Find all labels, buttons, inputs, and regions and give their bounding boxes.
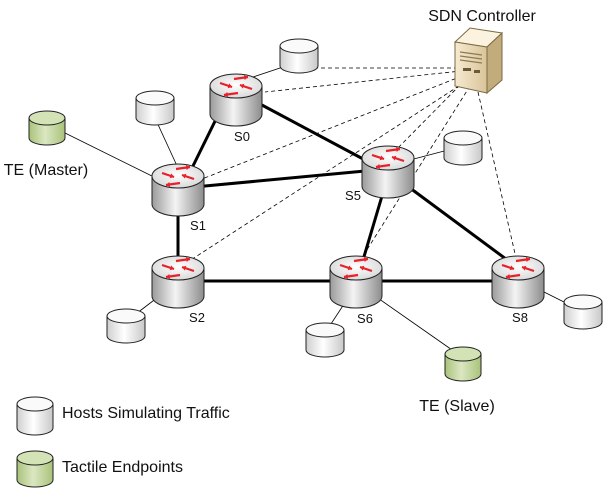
link-s5-s8 [408, 186, 512, 264]
link-host-s5 [409, 149, 449, 161]
host-icon [135, 90, 175, 126]
host-icon [305, 322, 345, 358]
tactile-endpoint-icon [28, 110, 66, 146]
control-link-s8 [477, 91, 517, 259]
legend [16, 396, 54, 488]
legend-tactile-icon [16, 450, 54, 488]
switch-label-s8: S8 [512, 310, 528, 325]
link-s5-s6 [361, 194, 384, 262]
host-icon [443, 130, 483, 166]
controller-label: SDN Controller [428, 8, 536, 25]
control-link-s0 [264, 69, 471, 93]
server-icon [453, 27, 504, 95]
physical-links [176, 102, 512, 283]
host-icon [279, 38, 319, 74]
switch-label-s2: S2 [189, 310, 205, 325]
endpoint-label-master: TE (Master) [4, 162, 88, 179]
endpoint-label-slave: TE (Slave) [419, 398, 495, 415]
tactile-endpoint-icon [444, 346, 482, 382]
link-master-s1 [62, 131, 161, 181]
router-icon [209, 73, 263, 127]
router-icon [329, 255, 383, 309]
link-s6-slave [374, 295, 456, 353]
link-s0-s5 [258, 102, 367, 162]
switch-label-s0: S0 [234, 129, 250, 144]
control-link-s1 [196, 75, 463, 182]
switch-label-s6: S6 [357, 311, 373, 326]
host-icon [106, 308, 146, 344]
router-icon [361, 145, 415, 199]
legend-hosts-label: Hosts Simulating Traffic [62, 405, 230, 422]
host-icon [563, 294, 603, 330]
switch-label-s5: S5 [345, 188, 361, 203]
link-s1-s5 [203, 169, 367, 188]
router-icon [151, 163, 205, 217]
link-host-s1 [154, 117, 179, 169]
switch-label-s1: S1 [190, 218, 206, 233]
legend-tactile-label: Tactile Endpoints [62, 459, 183, 476]
legend-host-icon [16, 396, 54, 436]
router-icon [491, 255, 545, 309]
control-link-s5 [389, 79, 466, 157]
router-icon [151, 255, 205, 309]
